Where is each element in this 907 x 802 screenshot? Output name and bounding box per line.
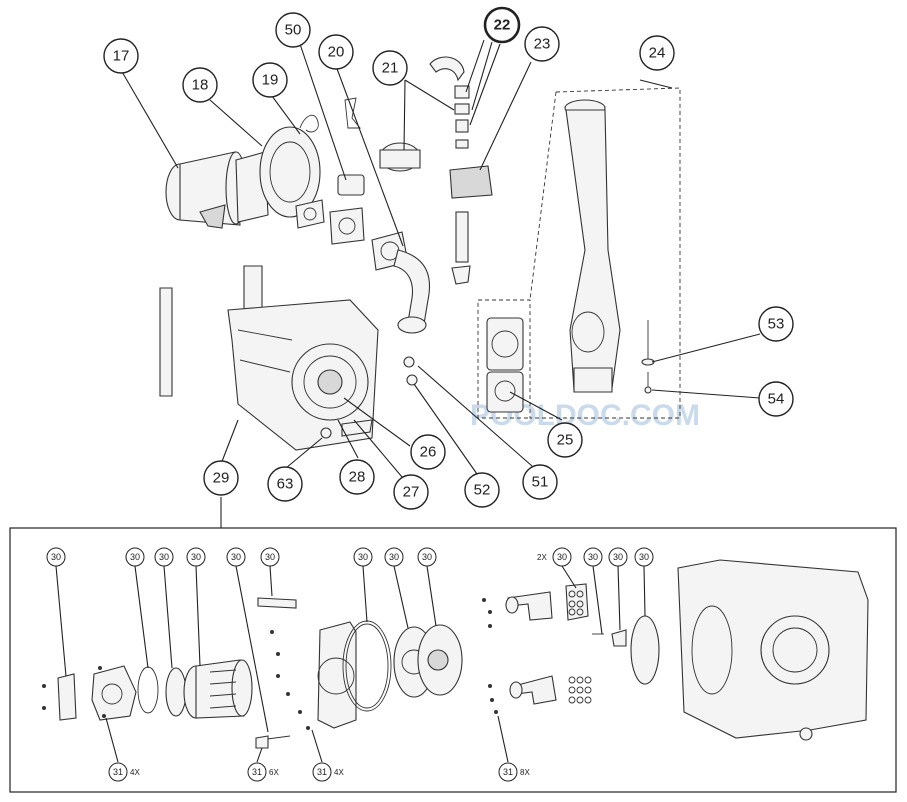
detail-callout-30l-label: 30 [613,552,623,562]
detail-callout-30i: 30 [417,547,437,567]
fastener-callout-31a-label: 31 [113,767,123,777]
callout-20-label: 20 [328,44,345,61]
detail-callout-30a-label: 30 [51,552,61,562]
detail-callout-30e: 30 [226,547,246,567]
detail-callout-30f: 30 [260,547,280,567]
callout-17: 17 [103,38,139,74]
detail-callout-30b-label: 30 [130,552,140,562]
blower-assembly [165,126,325,229]
detail-callout-30g-label: 30 [358,552,368,562]
detail-callout-30d-label: 30 [191,552,201,562]
callout-51-label: 51 [532,474,549,491]
callout-21-label: 21 [382,60,399,77]
callout-19: 19 [252,62,288,98]
callout-17-label: 17 [113,48,130,65]
callout-50-label: 50 [285,22,302,39]
detail-callout-30d: 30 [186,547,206,567]
detail-callout-30h-label: 30 [389,552,399,562]
callout-53-label: 53 [768,316,785,333]
gas-valve-part [299,97,365,245]
callout-54-label: 54 [768,391,785,408]
detail-panel-frame [9,527,897,793]
fastener-callout-31a: 31 [108,762,128,782]
detail-callout-30b: 30 [125,547,145,567]
callout-18: 18 [182,67,218,103]
callout-51: 51 [522,464,558,500]
callout-25-label: 25 [557,432,574,449]
callout-21: 21 [372,50,408,86]
detail-callout-30h: 30 [384,547,404,567]
callout-24: 24 [639,35,675,71]
detail-callout-30c: 30 [154,547,174,567]
detail-callout-30i-label: 30 [422,552,432,562]
fastener-callout-31d: 31 [498,762,518,782]
callout-22-label: 22 [494,17,511,34]
detail-callout-30f-label: 30 [265,552,275,562]
detail-callout-30j-label: 30 [557,552,567,562]
callout-20: 20 [318,34,354,70]
flue-vent-pipe [564,99,621,393]
callout-28-label: 28 [349,469,366,486]
fastener-callout-31d-label: 31 [503,767,513,777]
callout-27-label: 27 [403,484,420,501]
fastener-31b-qty: 6X [269,768,279,777]
fastener-callout-31c: 31 [312,762,332,782]
detail-callout-30l: 30 [608,547,628,567]
callout-52-label: 52 [474,482,491,499]
callout-29: 29 [203,460,239,496]
fastener-31d-qty: 8X [520,768,530,777]
callout-23: 23 [524,26,560,62]
fastener-31c-qty: 4X [334,768,344,777]
callout-28: 28 [339,459,375,495]
gasket-parts [486,317,524,413]
detail-leader-lines [55,565,646,763]
callout-53: 53 [758,306,794,342]
callout-63-label: 63 [277,476,294,493]
callout-52: 52 [464,472,500,508]
sensor-parts [641,320,655,394]
callout-26: 26 [410,434,446,470]
callout-29-label: 29 [213,470,230,487]
qty-2x-label: 2X [537,553,547,562]
fastener-callout-31b: 31 [247,762,267,782]
detail-parts [42,559,869,749]
fastener-callout-31c-label: 31 [317,767,327,777]
detail-callout-30j: 30 [552,547,572,567]
pipe-elbow-part [371,142,431,334]
callout-50: 50 [275,12,311,48]
detail-callout-30g: 30 [353,547,373,567]
fastener-31a-qty: 4X [130,768,140,777]
detail-callout-30k-label: 30 [588,552,598,562]
callout-18-label: 18 [192,77,209,94]
callout-22: 22 [483,6,521,44]
callout-24-label: 24 [649,45,666,62]
callout-23-label: 23 [534,36,551,53]
callout-27: 27 [393,474,429,510]
gas-line-parts [429,56,493,285]
detail-callout-30m-label: 30 [639,552,649,562]
callout-25: 25 [547,422,583,458]
detail-callout-30c-label: 30 [159,552,169,562]
callout-54: 54 [758,381,794,417]
callout-19-label: 19 [262,72,279,89]
leader-lines [120,39,761,528]
detail-callout-30m: 30 [634,547,654,567]
detail-callout-30e-label: 30 [231,552,241,562]
detail-callout-30a: 30 [46,547,66,567]
detail-callout-30k: 30 [583,547,603,567]
fastener-callout-31b-label: 31 [252,767,262,777]
callout-63: 63 [267,466,303,502]
callout-26-label: 26 [420,444,437,461]
